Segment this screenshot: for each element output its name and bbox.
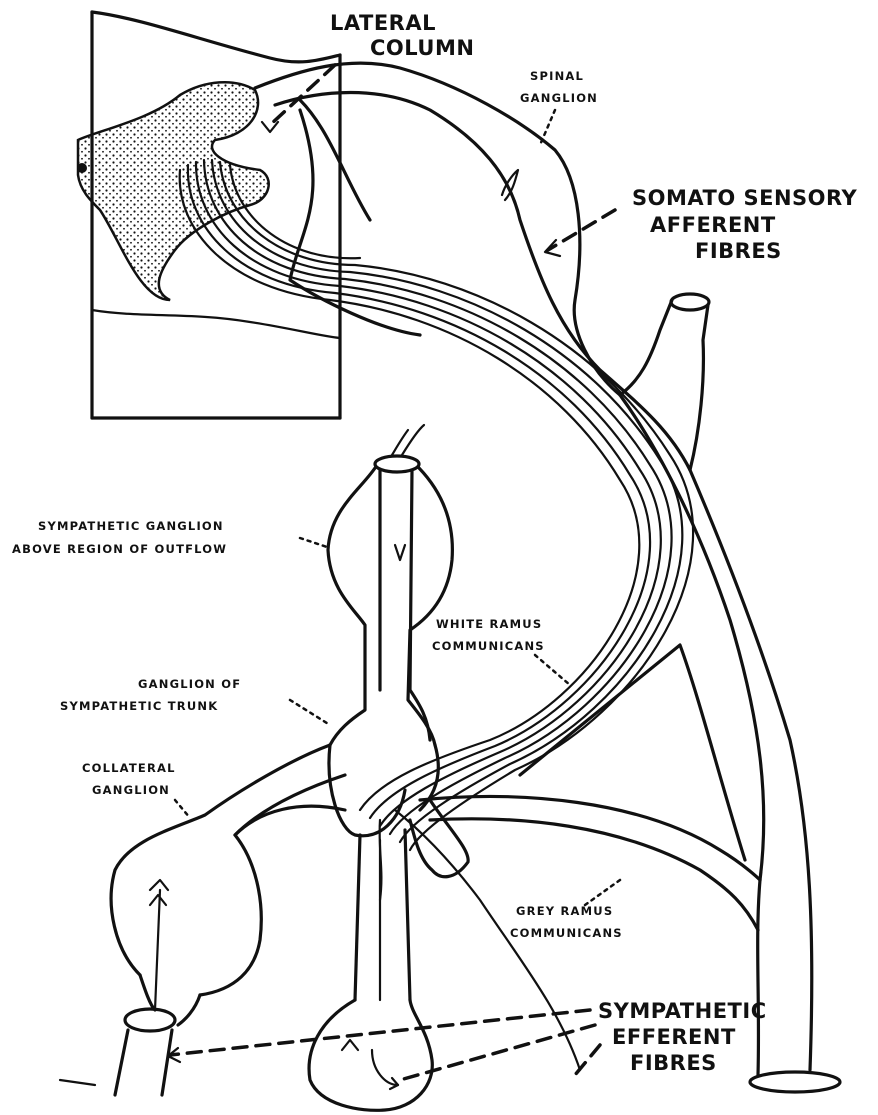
white-ramus-line2: COMMUNICANS bbox=[432, 639, 545, 653]
collateral-ganglion-line2: GANGLION bbox=[92, 783, 170, 797]
ganglion-trunk-line2: SYMPATHETIC TRUNK bbox=[60, 699, 218, 713]
grey-ramus-line2: COMMUNICANS bbox=[510, 926, 623, 940]
spinal-ganglion-line1: SPINAL bbox=[530, 69, 584, 83]
ganglion-trunk-line1: GANGLION OF bbox=[138, 677, 241, 691]
label-somato-sensory: SOMATO SENSORY AFFERENT FIBRES bbox=[632, 186, 858, 263]
nerve-end bbox=[750, 1072, 840, 1092]
label-lateral-column: LATERAL COLUMN bbox=[330, 11, 474, 60]
label-spinal-ganglion: SPINAL GANGLION bbox=[520, 69, 598, 105]
grey-ramus-line1: GREY RAMUS bbox=[516, 904, 613, 918]
label-sympathetic-ganglion-above: SYMPATHETIC GANGLION ABOVE REGION OF OUT… bbox=[12, 519, 227, 556]
sympathetic-efferent-line2: EFFERENT bbox=[612, 1025, 736, 1049]
grey-ramus bbox=[410, 645, 760, 930]
spinal-ganglion-line2: GANGLION bbox=[520, 91, 598, 105]
sympathetic-efferent-line1: SYMPATHETIC bbox=[598, 999, 767, 1023]
central-canal bbox=[77, 163, 87, 173]
label-sympathetic-efferent: SYMPATHETIC EFFERENT FIBRES bbox=[598, 999, 767, 1075]
somato-sensory-line3: FIBRES bbox=[695, 239, 782, 263]
sympathetic-efferent-line3: FIBRES bbox=[630, 1051, 717, 1075]
somato-sensory-line2: AFFERENT bbox=[650, 213, 776, 237]
lateral-column-line1: LATERAL bbox=[330, 11, 436, 35]
collateral-ganglion bbox=[111, 745, 345, 1095]
white-ramus-line1: WHITE RAMUS bbox=[436, 617, 542, 631]
collateral-ganglion-line1: COLLATERAL bbox=[82, 761, 176, 775]
label-white-ramus: WHITE RAMUS COMMUNICANS bbox=[432, 617, 545, 653]
label-grey-ramus: GREY RAMUS COMMUNICANS bbox=[510, 904, 623, 940]
grey-matter bbox=[77, 82, 269, 300]
sympathetic-ganglion-line1: SYMPATHETIC GANGLION bbox=[38, 519, 224, 533]
vessel-end bbox=[671, 294, 709, 310]
sympathetic-ganglion-line2: ABOVE REGION OF OUTFLOW bbox=[12, 542, 227, 556]
label-collateral-ganglion: COLLATERAL GANGLION bbox=[82, 761, 176, 797]
label-ganglion-trunk: GANGLION OF SYMPATHETIC TRUNK bbox=[60, 677, 241, 713]
lateral-column-line2: COLUMN bbox=[370, 36, 474, 60]
somato-sensory-line1: SOMATO SENSORY bbox=[632, 186, 858, 210]
